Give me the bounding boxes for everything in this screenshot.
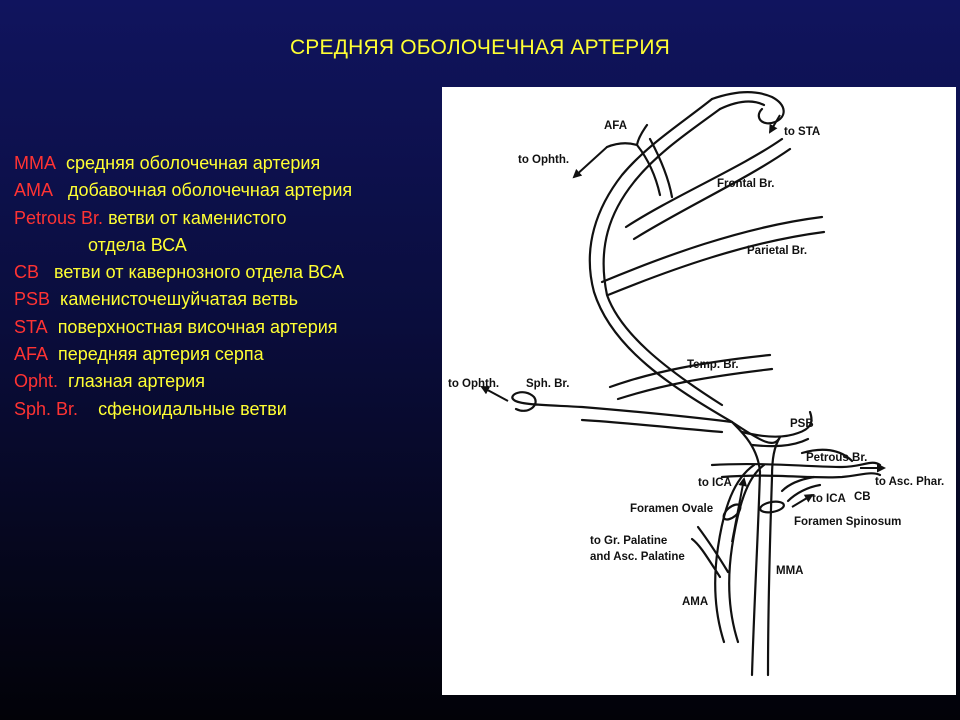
legend-row-cb: CB ветви от кавернозного отдела ВСА xyxy=(14,259,444,286)
legend-abbr: STA xyxy=(14,316,48,337)
legend-text: отдела ВСА xyxy=(88,234,187,255)
label-and-asc-palatine: and Asc. Palatine xyxy=(590,551,685,563)
legend-abbr: AMA xyxy=(14,180,54,201)
legend-row-sta: STA поверхностная височная артерия xyxy=(14,314,444,341)
to-ica-left-arrow xyxy=(731,477,748,543)
label-to-ophth-top: to Ophth. xyxy=(518,154,569,166)
to-ophth-mid-arrow xyxy=(480,386,509,402)
legend-row-mma: MMA средняя оболочечная артерия xyxy=(14,150,444,177)
legend-text: ветви от каменистого xyxy=(108,207,287,228)
legend-text: каменисточешуйчатая ветвь xyxy=(60,289,299,310)
legend-row-petrous: Petrous Br. ветви от каменистого xyxy=(14,205,444,232)
slide-title: СРЕДНЯЯ ОБОЛОЧЕЧНАЯ АРТЕРИЯ xyxy=(289,36,671,59)
label-ama: AMA xyxy=(682,596,708,608)
legend-row-sph: Sph. Br. сфеноидальные ветви xyxy=(14,396,444,423)
legend-abbr: PSB xyxy=(14,289,51,310)
legend-row-psb: PSB каменисточешуйчатая ветвь xyxy=(14,286,444,313)
legend-text: глазная артерия xyxy=(68,371,205,392)
legend-abbr: MMA xyxy=(14,153,56,173)
label-foramen-ovale: Foramen Ovale xyxy=(630,503,713,515)
legend: MMA средняя оболочечная артерия AMA доба… xyxy=(14,150,444,423)
sphenoidal-branch xyxy=(511,391,734,434)
cb-branch xyxy=(780,475,822,503)
to-ophth-top-arrow xyxy=(572,146,608,179)
sta-loop xyxy=(710,91,785,125)
label-mma: MMA xyxy=(776,565,803,577)
legend-text: добавочная оболочечная артерия xyxy=(68,180,353,201)
legend-abbr: CB xyxy=(14,262,40,283)
label-to-ophth-mid: to Ophth. xyxy=(448,378,499,390)
legend-text: ветви от кавернозного отдела ВСА xyxy=(54,262,345,283)
legend-abbr: Petrous Br. xyxy=(14,207,104,228)
label-to-sta: to STA xyxy=(784,126,820,138)
frontal-branch xyxy=(624,137,792,241)
label-to-ica-left: to ICA xyxy=(698,477,732,489)
label-to-ica-right: to ICA xyxy=(812,493,846,505)
afa-branch xyxy=(605,123,674,199)
palatine-branch xyxy=(690,525,730,579)
label-afa: AFA xyxy=(604,120,627,132)
label-parietal: Parietal Br. xyxy=(747,245,807,257)
legend-row-opht: Opht. глазная артерия xyxy=(14,368,444,395)
legend-abbr: Opht. xyxy=(14,371,59,392)
label-sph: Sph. Br. xyxy=(526,378,569,390)
legend-text: передняя артерия серпа xyxy=(58,344,264,365)
to-ica-right-arrow xyxy=(791,493,814,508)
label-foramen-spinosum: Foramen Spinosum xyxy=(794,516,901,528)
label-cb: CB xyxy=(854,491,871,503)
label-psb: PSB xyxy=(790,418,814,430)
legend-abbr: AFA xyxy=(14,344,49,365)
label-to-gr-palatine: to Gr. Palatine xyxy=(590,535,667,547)
legend-text: поверхностная височная артерия xyxy=(57,316,338,337)
legend-abbr: Sph. Br. xyxy=(14,398,79,419)
parietal-branch xyxy=(600,215,826,297)
label-to-asc-phar: to Asc. Phar. xyxy=(875,476,944,488)
legend-text: средняя оболочечная артерия xyxy=(66,153,321,173)
legend-row-petrous-cont: отдела ВСА xyxy=(14,232,444,259)
mma-trunk-right-wall xyxy=(602,107,782,677)
petrous-branch xyxy=(710,448,882,479)
legend-row-afa: AFA передняя артерия серпа xyxy=(14,341,444,368)
foramen-ovale-ring xyxy=(722,503,742,521)
foramen-spinosum-ring xyxy=(759,500,785,514)
psb-branch xyxy=(740,410,813,448)
label-frontal: Frontal Br. xyxy=(717,178,775,190)
artery-diagram-panel: AFA to STA to Ophth. Frontal Br. Parieta… xyxy=(442,87,956,695)
label-petrous: Petrous Br. xyxy=(806,452,867,464)
legend-text: сфеноидальные ветви xyxy=(98,398,287,419)
to-sta-arrow xyxy=(768,114,781,134)
temporal-branch xyxy=(608,353,774,401)
artery-diagram: AFA to STA to Ophth. Frontal Br. Parieta… xyxy=(448,91,944,677)
label-temp: Temp. Br. xyxy=(687,359,739,371)
mma-trunk-left-wall xyxy=(588,97,762,677)
legend-row-ama: AMA добавочная оболочечная артерия xyxy=(14,177,444,204)
